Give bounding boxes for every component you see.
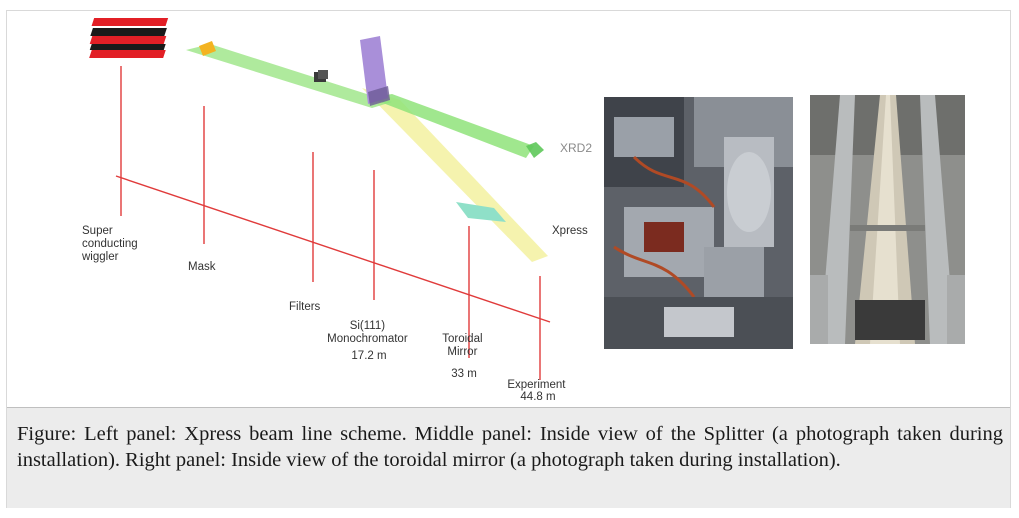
label-experiment: Experiment 44.8 m: [507, 379, 568, 403]
label-xpress: Xpress: [552, 225, 588, 237]
monochromator-block: [360, 36, 388, 104]
label-xrd2: XRD2: [560, 141, 592, 155]
figure-caption: Figure: Left panel: Xpress beam line sch…: [17, 423, 1003, 471]
label-wiggler: Super conducting wiggler: [81, 225, 141, 263]
xpress-beam: [362, 88, 548, 262]
caption-divider: [7, 407, 1010, 408]
label-filters: Filters: [289, 301, 321, 313]
wiggler-magnet: [89, 18, 169, 58]
mask-block: [199, 41, 216, 56]
toroidal-mirror-photo: [810, 95, 965, 344]
beamline-scheme: Super conducting wiggler Mask Filters Si…: [81, 18, 592, 403]
toroidal-mirror-block: [456, 202, 506, 222]
xrd2-beam: [370, 94, 534, 158]
label-mask: Mask: [188, 261, 216, 273]
splitter-photo: [604, 97, 793, 349]
main-beam-segment: [186, 44, 392, 108]
caption-box: [7, 408, 1010, 508]
beamline-rail: [115, 66, 551, 380]
label-toroidal-mirror: Toroidal Mirror 33 m: [442, 333, 485, 380]
label-monochromator: Si(111) Monochromator 17.2 m: [327, 320, 411, 362]
xrd2-beam-end: [526, 142, 544, 158]
